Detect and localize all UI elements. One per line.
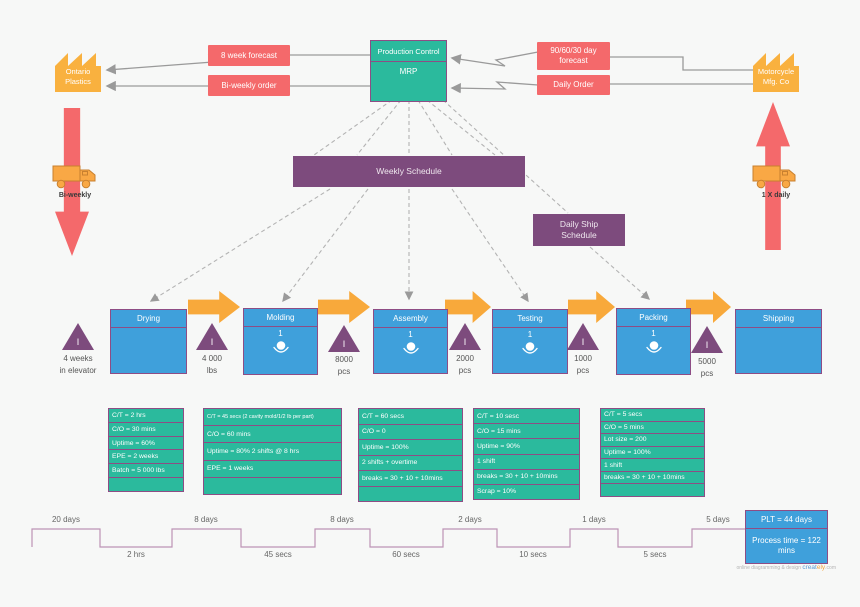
lead-time-1: 20 days bbox=[51, 515, 81, 524]
process-box-shipping[interactable]: Shipping bbox=[735, 309, 822, 374]
operator-count: 1 bbox=[651, 329, 656, 338]
customer-factory[interactable]: Motorcycle Mfg. Co bbox=[753, 50, 799, 92]
watermark: online diagramming & design creately.com bbox=[736, 564, 836, 571]
order-right-label[interactable]: Daily Order bbox=[537, 75, 610, 95]
process-title: Drying bbox=[111, 310, 186, 328]
plt-value: PLT = 44 days bbox=[746, 511, 827, 529]
data-box-packing[interactable]: C/T = 5 secs C/O = 5 mins Lot size = 200… bbox=[600, 408, 705, 497]
forecast-right-text: 90/60/30 day forecast bbox=[550, 46, 597, 65]
process-time-4: 10 secs bbox=[519, 550, 547, 559]
operator-count: 1 bbox=[408, 330, 413, 339]
process-title: Packing bbox=[617, 309, 690, 327]
truck-inbound[interactable] bbox=[52, 161, 98, 194]
process-box-testing[interactable]: Testing 1 bbox=[492, 309, 568, 374]
inventory-triangle-1[interactable]: I bbox=[62, 323, 94, 350]
weekly-schedule-box[interactable]: Weekly Schedule bbox=[293, 156, 525, 187]
truck-icon bbox=[52, 165, 96, 189]
push-arrow-5[interactable] bbox=[686, 291, 731, 323]
forecast-right-label[interactable]: 90/60/30 day forecast bbox=[537, 42, 610, 70]
lead-time-5: 1 days bbox=[582, 515, 606, 524]
order-left-text: Bi-weekly order bbox=[221, 80, 277, 90]
operator-icon bbox=[645, 341, 662, 353]
process-title: Assembly bbox=[374, 310, 447, 328]
operator-icon bbox=[522, 342, 538, 354]
process-title: Shipping bbox=[736, 310, 821, 328]
operator-count: 1 bbox=[527, 330, 533, 339]
process-time-total: Process time = 122 mins bbox=[752, 536, 821, 555]
factory-icon bbox=[55, 53, 101, 92]
lead-time-6: 5 days bbox=[706, 515, 730, 524]
forecast-left-label[interactable]: 8 week forecast bbox=[208, 45, 290, 66]
weekly-schedule-text: Weekly Schedule bbox=[376, 166, 442, 177]
order-right-text: Daily Order bbox=[553, 80, 594, 90]
plt-summary-box[interactable]: PLT = 44 days Process time = 122 mins bbox=[745, 510, 828, 564]
truck-icon bbox=[752, 165, 796, 189]
production-control-title: Production Control bbox=[371, 41, 446, 62]
process-title: Testing bbox=[493, 310, 567, 328]
supplier-name: Ontario Plastics bbox=[65, 67, 91, 86]
data-box-drying[interactable]: C/T = 2 hrs C/O = 30 mins Uptime = 60% E… bbox=[108, 408, 184, 492]
process-time-5: 5 secs bbox=[643, 550, 667, 559]
process-box-assembly[interactable]: Assembly 1 bbox=[373, 309, 448, 374]
process-box-molding[interactable]: Molding 1 bbox=[243, 308, 318, 375]
process-time-3: 60 secs bbox=[392, 550, 420, 559]
data-box-assembly[interactable]: C/T = 60 secs C/O = 0 Uptime = 100% 2 sh… bbox=[358, 408, 463, 502]
mrp-label: MRP bbox=[399, 67, 418, 76]
customer-name: Motorcycle Mfg. Co bbox=[757, 67, 795, 86]
push-arrow-3[interactable] bbox=[445, 291, 491, 323]
push-arrow-1[interactable] bbox=[188, 291, 240, 323]
lead-time-2: 8 days bbox=[194, 515, 218, 524]
process-title: Molding bbox=[244, 309, 317, 327]
push-arrow-2[interactable] bbox=[318, 291, 370, 323]
order-left-label[interactable]: Bi-weekly order bbox=[208, 75, 290, 96]
process-box-packing[interactable]: Packing 1 bbox=[616, 308, 691, 375]
inventory-triangle-2[interactable]: I bbox=[196, 323, 228, 350]
process-box-drying[interactable]: Drying bbox=[110, 309, 187, 374]
inventory-triangle-4[interactable]: I bbox=[449, 323, 481, 350]
daily-ship-schedule-text: Daily Ship Schedule bbox=[559, 219, 599, 240]
inventory-triangle-3[interactable]: I bbox=[328, 325, 360, 352]
outbound-frequency: 1 X daily bbox=[761, 192, 791, 199]
lead-time-3: 8 days bbox=[330, 515, 354, 524]
production-control-box[interactable]: Production Control MRP bbox=[370, 40, 447, 102]
operator-count: 1 bbox=[278, 329, 283, 338]
lead-time-4: 2 days bbox=[458, 515, 482, 524]
data-box-testing[interactable]: C/T = 10 sesc C/O = 15 mins Uptime = 90%… bbox=[473, 408, 580, 500]
inventory-triangle-5[interactable]: I bbox=[567, 323, 599, 350]
supplier-factory[interactable]: Ontario Plastics bbox=[55, 50, 101, 92]
operator-icon bbox=[402, 342, 419, 354]
process-time-2: 45 secs bbox=[264, 550, 292, 559]
inbound-frequency: Bi-weekly bbox=[58, 192, 92, 199]
forecast-left-text: 8 week forecast bbox=[220, 50, 278, 60]
inventory-triangle-6[interactable]: I bbox=[691, 326, 723, 353]
data-box-molding[interactable]: C/T = 45 secs (2 cavity mold/1/2 lb per … bbox=[203, 408, 342, 495]
brand-logo: creat bbox=[802, 564, 817, 571]
process-time-1: 2 hrs bbox=[127, 550, 145, 559]
daily-ship-schedule-box[interactable]: Daily Ship Schedule bbox=[533, 214, 625, 246]
push-arrow-4[interactable] bbox=[568, 291, 615, 323]
truck-outbound[interactable] bbox=[752, 161, 798, 194]
factory-icon bbox=[753, 53, 799, 92]
operator-icon bbox=[272, 341, 289, 353]
